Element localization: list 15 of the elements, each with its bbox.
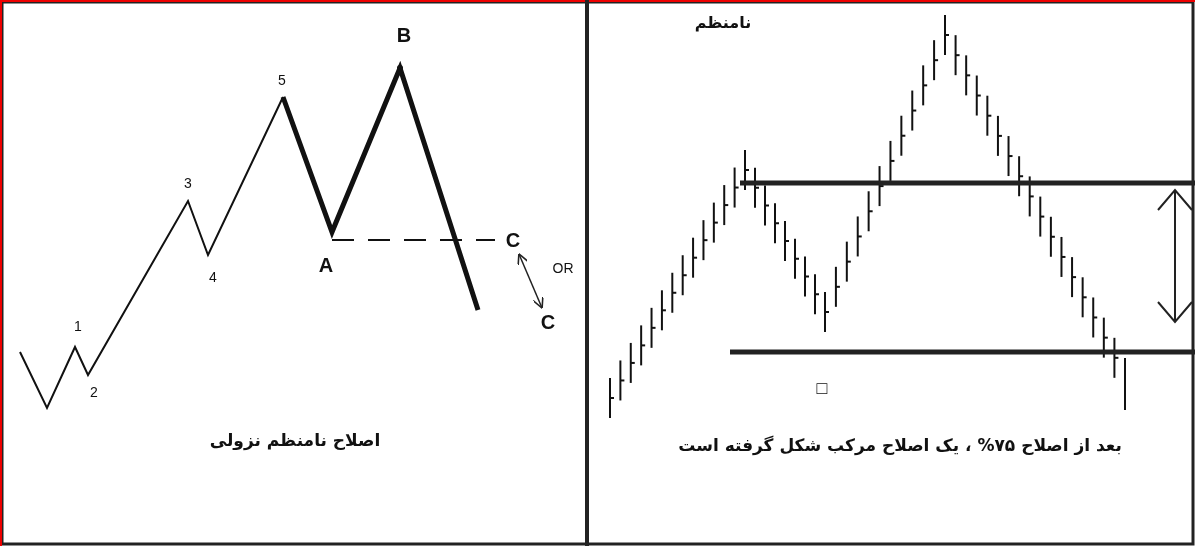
wave-number: 3 <box>184 175 192 191</box>
point-label: □ <box>816 377 828 399</box>
title-text: نامنظم <box>694 12 752 32</box>
wave-number: 5 <box>278 72 286 88</box>
caption-text: بعد از اصلاح ۷۵% ، یک اصلاح مرکب شکل گرفته است <box>678 435 1122 455</box>
wave-label: C <box>540 310 556 334</box>
wave-label: A <box>318 253 334 277</box>
caption-text: اصلاح نامنظم نزولی <box>209 430 381 450</box>
wave-number: 4 <box>209 269 217 285</box>
wave-label: C <box>505 228 521 252</box>
or-text: OR <box>552 260 574 276</box>
wave-number: 2 <box>90 384 98 400</box>
double-arrow <box>517 252 544 310</box>
wave-number: 1 <box>74 318 82 334</box>
wave-label: B <box>396 23 412 47</box>
